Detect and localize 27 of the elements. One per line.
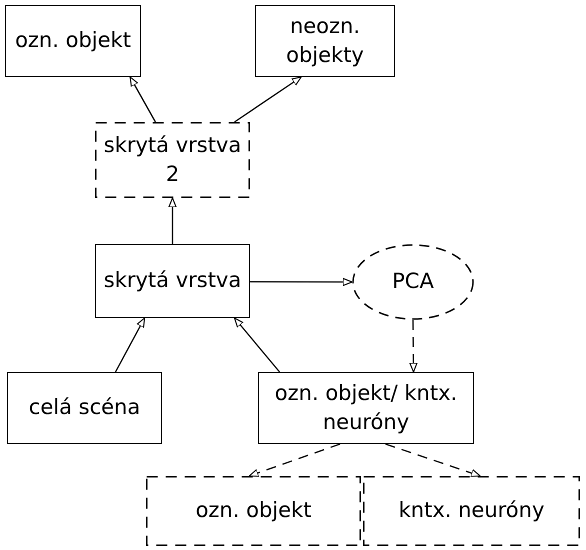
process-box (255, 5, 395, 77)
arrow (248, 443, 340, 477)
node-label: skrytá vrstva (102, 267, 242, 294)
process-ellipse (352, 244, 474, 320)
arrow (250, 278, 353, 286)
dashed-box (95, 122, 250, 198)
node-label: PCA (391, 268, 435, 296)
node-label: skrytá vrstva 2 (102, 132, 242, 188)
process-box (95, 244, 250, 318)
process-box (5, 5, 141, 77)
node-label: ozn. objekt (194, 497, 312, 524)
node-label: ozn. objekt/ kntx. neuróny (274, 380, 458, 436)
arrow (234, 76, 302, 123)
node-label: neozn. objekty (285, 12, 365, 69)
arrow (168, 197, 177, 244)
arrow (130, 76, 156, 122)
node-label: ozn. objekt (14, 27, 132, 54)
arrow (114, 317, 146, 372)
arrow (409, 320, 418, 373)
dashed-box (363, 476, 580, 546)
process-box (7, 372, 162, 444)
process-box (258, 372, 474, 444)
arrow (234, 317, 280, 372)
arrow (385, 443, 481, 478)
node-label: celá scéna (28, 394, 142, 422)
dashed-box (146, 476, 361, 546)
node-label: kntx. neuróny (398, 497, 546, 524)
